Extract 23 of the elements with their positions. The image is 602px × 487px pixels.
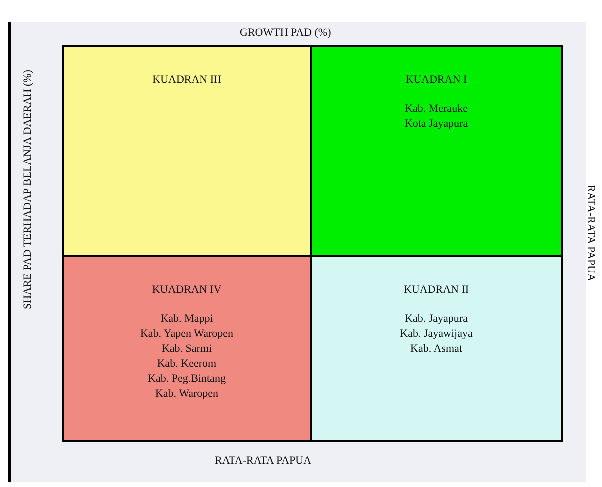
region-name: Kab. Merauke xyxy=(404,102,469,117)
axis-label: RATA-RATA PAPUA xyxy=(585,185,597,282)
quadrant-panel xyxy=(62,45,312,257)
quadrant-title: KUADRAN I xyxy=(404,73,468,88)
region-name: Kab. Jayawijaya xyxy=(399,327,474,342)
region-name: Kab. Mappi xyxy=(160,312,214,327)
region-name: Kab. Keerom xyxy=(156,357,218,372)
region-name: Kota Jayapura xyxy=(404,117,470,132)
quadrant-title: KUADRAN II xyxy=(402,283,470,298)
region-name: Kab. Yapen Waropen xyxy=(139,327,234,342)
quadrant-panel xyxy=(310,45,563,257)
quadrant-panel xyxy=(62,255,312,442)
quadrant-panel xyxy=(310,255,563,442)
axis-label: RATA-RATA PAPUA xyxy=(215,455,312,467)
region-name: Kab. Waropen xyxy=(154,387,220,402)
axis-label: GROWTH PAD (%) xyxy=(240,27,332,39)
axis-label: SHARE PAD TERHADAP BELANJA DAERAH (%) xyxy=(22,70,34,310)
region-name: Kab. Asmat xyxy=(410,342,464,357)
region-name: Kab. Peg.Bintang xyxy=(147,372,227,387)
quadrant-title: KUADRAN III xyxy=(152,73,222,88)
quadrant-title: KUADRAN IV xyxy=(151,283,223,298)
region-name: Kab. Sarmi xyxy=(160,342,214,357)
region-name: Kab. Jayapura xyxy=(404,312,469,327)
